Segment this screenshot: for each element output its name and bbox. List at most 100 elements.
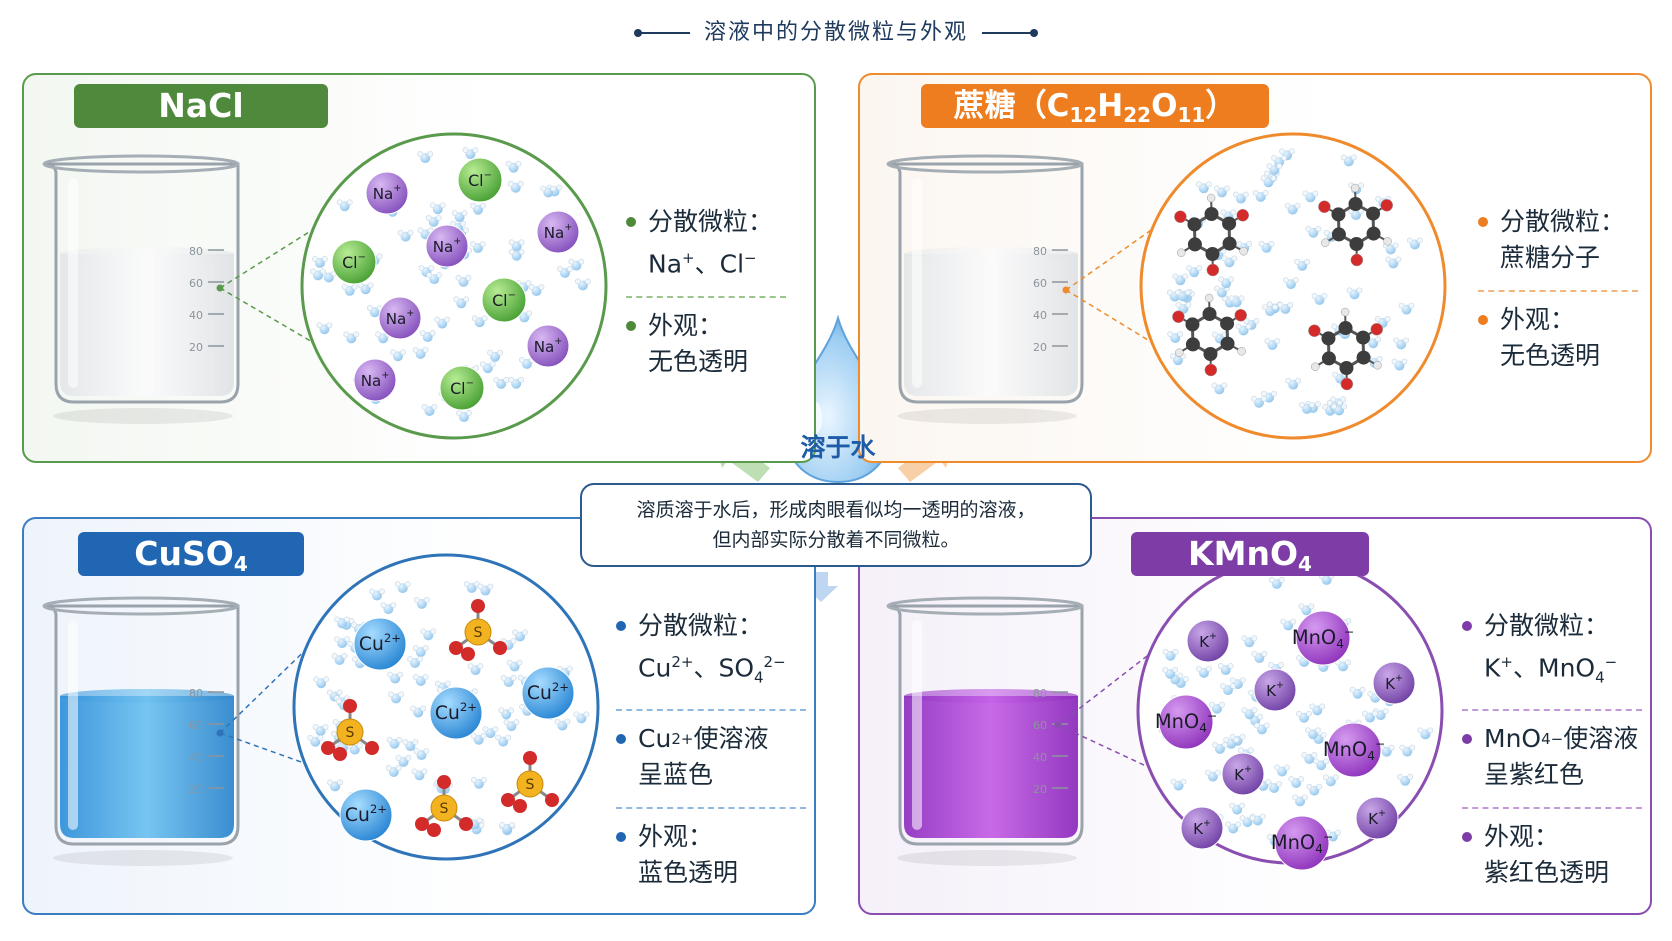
water-hydrogen [397,229,404,236]
kmno4-appearance-value: 紫红色透明 [1484,858,1610,888]
water-molecule [432,204,443,215]
water-hydrogen [1417,727,1424,734]
water-hydrogen [1221,382,1228,389]
water-molecule [506,721,517,732]
water-hydrogen [463,581,470,587]
cuso4-liquid [60,696,234,838]
water-hydrogen [435,214,442,221]
water-hydrogen [1332,371,1339,378]
carbon-atom [1348,197,1363,212]
water-hydrogen [1230,683,1236,689]
water-hydrogen [320,268,326,275]
water-hydrogen [1205,181,1212,188]
kmno4-color-ion-sub: 4 [1541,730,1551,749]
water-hydrogen [429,330,436,336]
water-hydrogen [1313,758,1320,765]
water-hydrogen [336,698,342,705]
divider [1462,709,1642,712]
water-molecule [1170,333,1181,344]
water-molecule [1420,729,1431,740]
water-molecule [1173,780,1184,791]
water-molecule [557,720,568,731]
water-molecule [1277,766,1288,777]
carbon-atom [1339,360,1354,375]
dissolve-label: 溶于水 [800,433,876,462]
water-hydrogen [1294,258,1301,265]
water-hydrogen [564,718,571,725]
nacl-glass-shine [68,178,78,388]
water-hydrogen [554,718,561,725]
ion-so4-sub: 4 [754,668,764,687]
water-hydrogen [1261,651,1268,657]
water-molecule [1299,712,1310,723]
water-molecule [397,583,408,594]
water-molecule [1308,729,1319,740]
water-molecule [1288,379,1299,390]
water-hydrogen [471,688,478,695]
water-hydrogen [1236,240,1243,247]
water-hydrogen [574,278,581,285]
water-hydrogen [506,659,513,666]
water-hydrogen [1304,258,1311,265]
water-hydrogen [583,711,590,718]
water-hydrogen [1268,240,1275,247]
sulfur-atom [516,770,544,798]
water-hydrogen [336,199,343,206]
water-molecule [424,405,435,416]
water-hydrogen [1311,752,1318,758]
water-molecule [508,162,519,173]
hydrogen-atom [1350,183,1360,193]
sodium-ion [365,171,409,215]
sucrose-title-post: ） [1205,88,1237,124]
water-hydrogen [1233,191,1239,198]
water-hydrogen [343,331,350,338]
water-hydrogen [1382,708,1389,715]
water-molecule [360,284,371,295]
water-hydrogen [1320,732,1327,738]
water-hydrogen [417,656,423,662]
water-hydrogen [444,680,451,687]
water-molecule [1309,785,1320,796]
water-molecule [1211,703,1222,714]
nacl-scale-label: 80 [189,245,203,258]
water-hydrogen [334,616,341,623]
water-hydrogen [1315,401,1321,407]
water-molecule [413,707,424,718]
water-molecule [1238,325,1249,336]
chloride-ion-label: Cl− [342,252,366,272]
water-hydrogen [1177,331,1184,337]
water-hydrogen [369,588,375,595]
ion-na: Na [648,249,683,279]
nacl-zoom-point [216,284,224,292]
water-hydrogen [387,671,394,678]
water-molecule [1223,685,1234,696]
oxygen-atom [459,817,473,831]
sucrose-appearance-label: 外观： [1500,305,1576,334]
water-hydrogen [455,274,462,281]
sucrose-zoom-line [1065,289,1153,343]
water-hydrogen [1409,744,1416,751]
oxygen-atom [501,793,515,807]
water-hydrogen [404,581,411,588]
water-hydrogen [313,676,320,683]
water-molecule [391,693,402,704]
water-hydrogen [1170,778,1177,785]
water-hydrogen [1398,302,1405,309]
water-hydrogen [390,602,397,608]
oxygen-atom [321,741,335,755]
water-molecule [1207,771,1218,782]
water-hydrogen [463,296,470,303]
sucrose-glass [887,161,1084,404]
hydrogen-atom [1175,348,1184,357]
water-molecule [1321,574,1332,585]
water-hydrogen [525,280,532,287]
water-hydrogen [567,266,573,272]
oxygen-atom [471,599,485,613]
oxygen-atom [1350,253,1364,267]
water-molecule [1242,817,1253,828]
kmno4-color-line2: 呈紫红色 [1484,760,1585,790]
water-molecule [1325,776,1336,787]
copper-ion [429,686,483,740]
water-hydrogen [311,256,318,262]
sulfur-atom [336,718,364,746]
